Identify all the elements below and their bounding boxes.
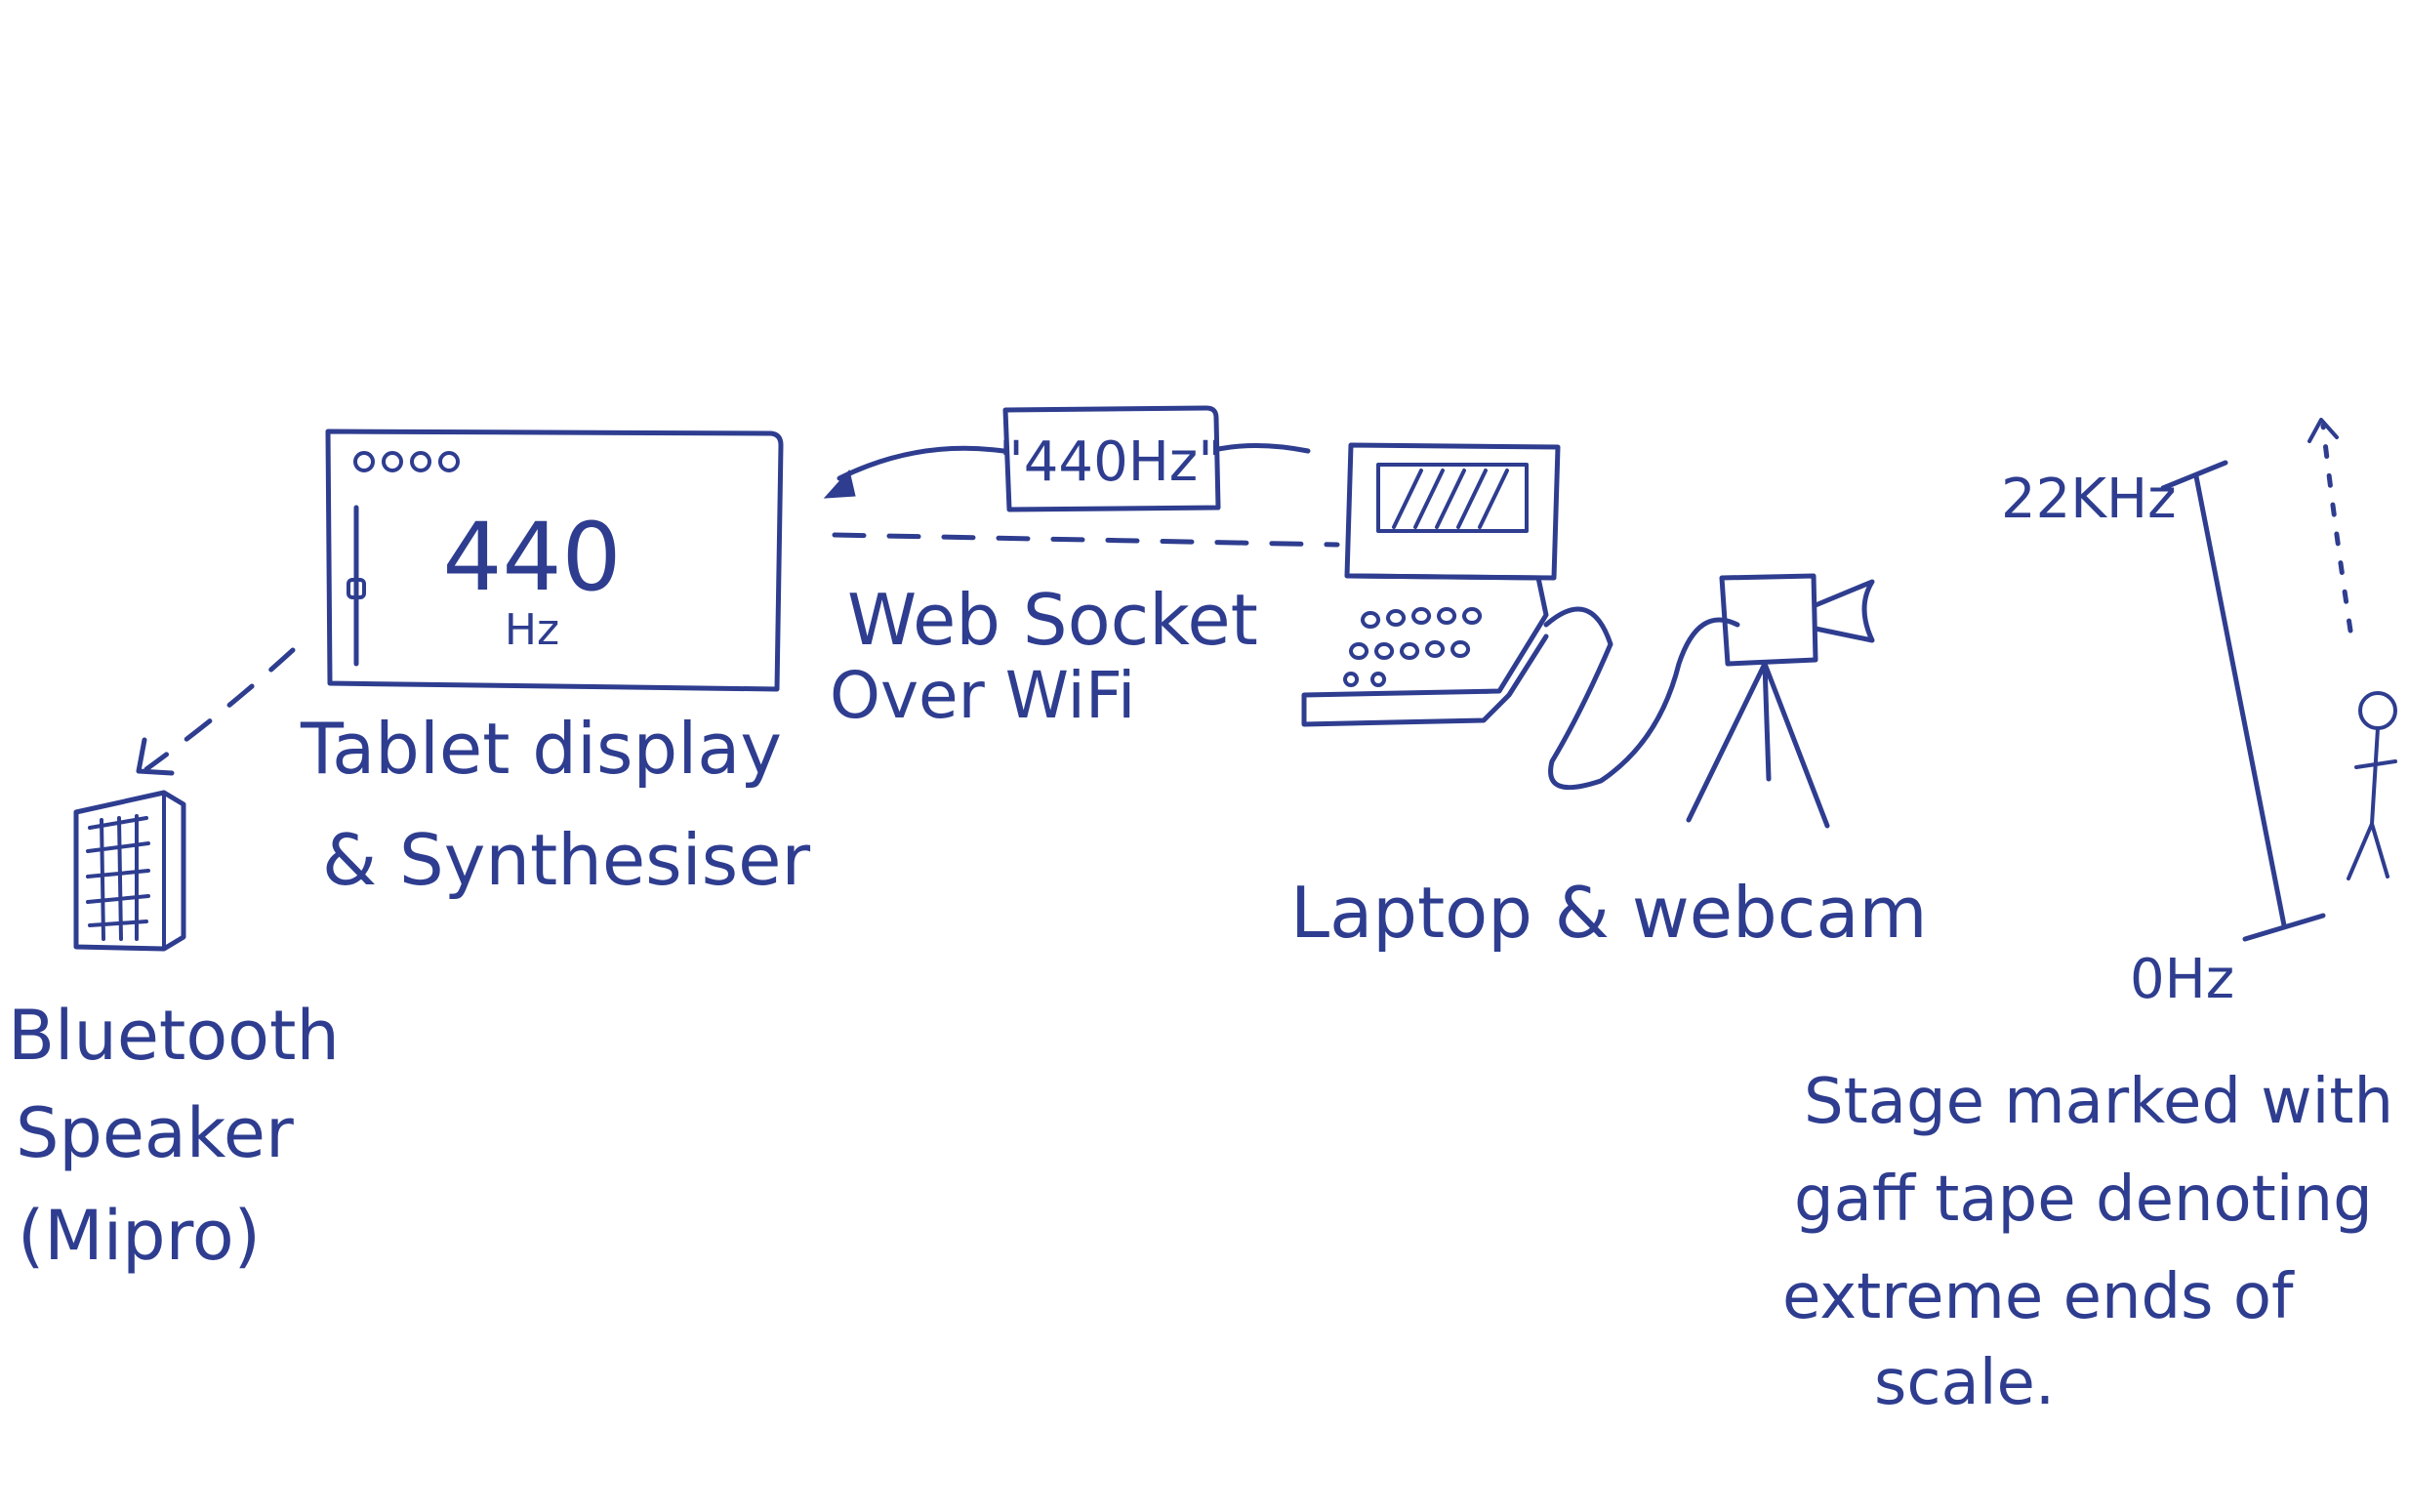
tablet-label-line1: Tablet display [300, 708, 782, 790]
laptop-label: Laptop & webcam [1290, 872, 1928, 954]
performer-figure [2307, 418, 2397, 880]
tablet-frequency-unit: Hz [505, 605, 559, 655]
speaker-label-line2: Speaker [16, 1093, 294, 1173]
websocket-message-arrow [823, 442, 1311, 499]
performer-head [2358, 691, 2397, 730]
link-label-line2: Over WiFi [830, 658, 1135, 733]
tablet-frame [325, 429, 784, 692]
scale-top-tick [2160, 460, 2228, 491]
laptop-display [1376, 463, 1529, 533]
tablet-indicator-dots [353, 451, 460, 472]
performer-body [2347, 726, 2397, 880]
bluetooth-speaker [73, 790, 186, 952]
tablet-label-line2: & Synthesiser [322, 819, 810, 901]
scale-top-label: 22KHz [2001, 468, 2176, 531]
webcam-cable [1543, 606, 1740, 791]
stage-note-line4: scale. [1874, 1347, 2055, 1419]
speaker-label-line1: Bluetooth [8, 996, 340, 1076]
laptop-base [1301, 573, 1549, 727]
laptop-keys [1343, 607, 1482, 687]
laptop-screen-lid [1344, 442, 1561, 581]
message-box: "440Hz" [999, 405, 1223, 512]
movement-arrow [2320, 423, 2353, 633]
tablet-to-speaker-arrow [136, 647, 296, 776]
speaker-label-line3: (Mipro) [18, 1196, 261, 1276]
webcam [1686, 573, 1875, 829]
tablet-slider [347, 505, 366, 667]
scale-bottom-label: 0Hz [2130, 948, 2234, 1011]
link-label-line1: Web Socket [847, 579, 1258, 661]
stage-scale: 22KHz 0Hz [2001, 460, 2326, 1011]
stage-note-line3: extreme ends of [1782, 1261, 2295, 1333]
webcam-tripod [1686, 661, 1830, 829]
message-payload: "440Hz" [999, 430, 1223, 494]
webcam-body [1719, 573, 1818, 667]
webcam-lens [1813, 579, 1875, 643]
tablet-device: 440 Hz [325, 429, 784, 692]
stage-note-line1: Stage marked with [1804, 1066, 2393, 1138]
scale-bottom-tick [2242, 913, 2326, 942]
scale-line [2193, 473, 2287, 928]
wifi-link-dashed-line [832, 532, 1340, 548]
speaker-grille [86, 814, 150, 941]
stage-note-line2: gaff tape denoting [1794, 1164, 2373, 1236]
laptop [1301, 442, 1740, 791]
tablet-frequency-readout: 440 [442, 503, 621, 612]
